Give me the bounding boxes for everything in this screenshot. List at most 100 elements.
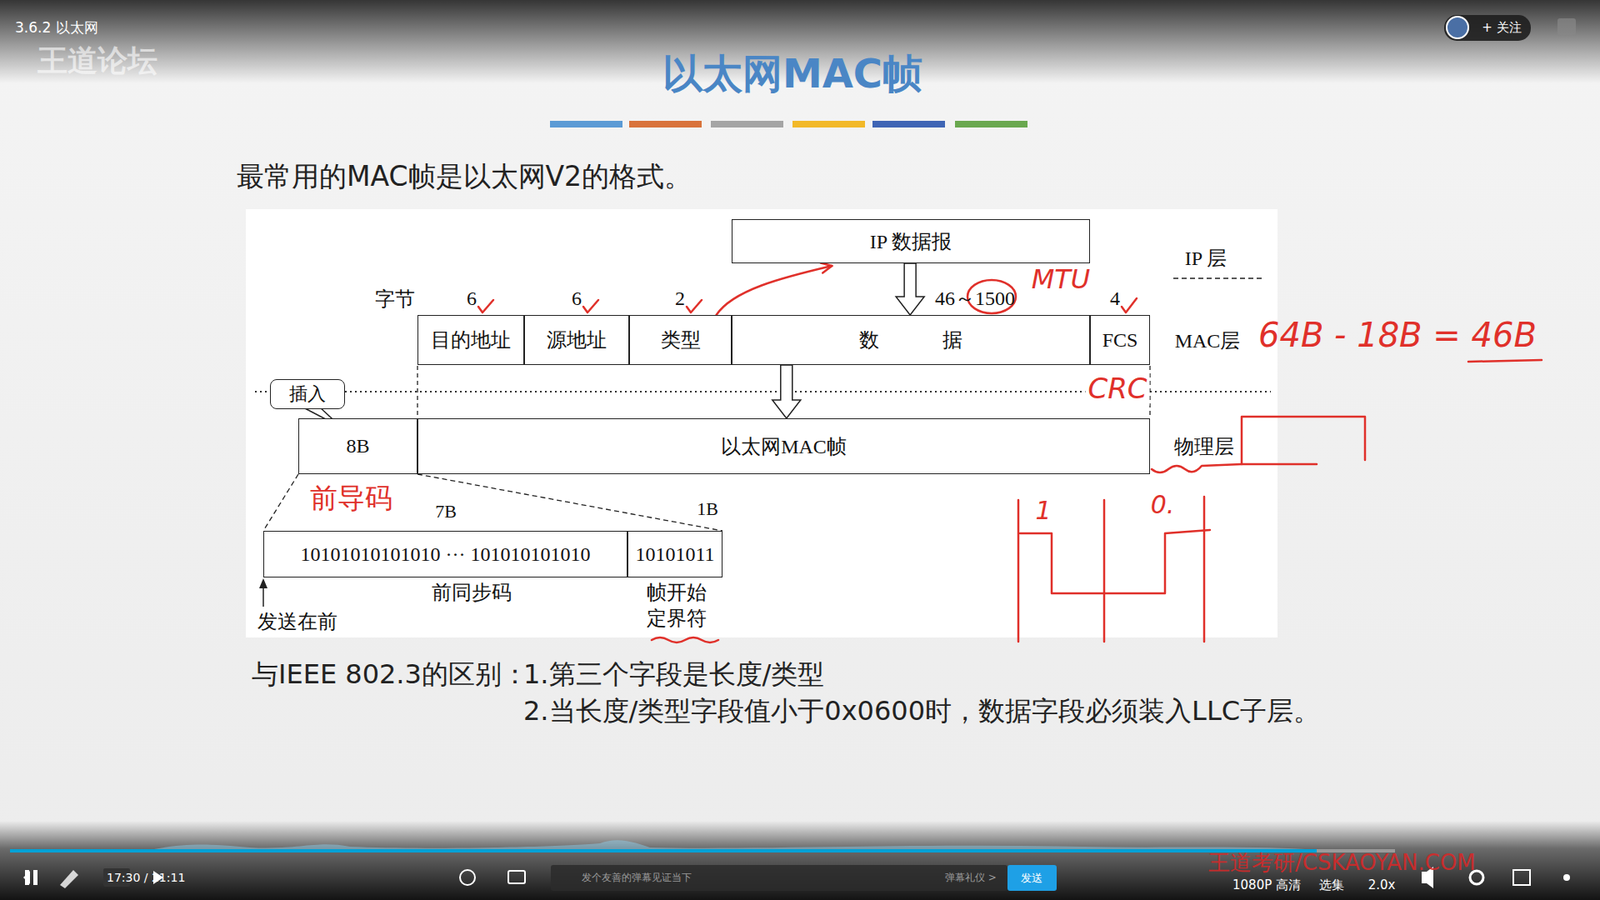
red-tick	[583, 300, 599, 313]
player-bar	[0, 820, 1600, 900]
handwritten-note: 1	[1035, 495, 1051, 526]
red-squiggle	[1151, 464, 1317, 473]
connector	[820, 263, 833, 274]
callout-box: 插入	[270, 379, 345, 410]
speed-label: 2.0x	[1368, 877, 1396, 893]
follow-pill	[1444, 15, 1531, 41]
audio-wave	[10, 840, 1317, 850]
connector	[772, 365, 801, 419]
progress-played	[10, 849, 1317, 853]
connector-group	[263, 474, 299, 531]
field-box: 类型	[629, 315, 732, 365]
watermark: 王道考研/CSKAOYAN.COM	[1208, 850, 1476, 876]
pause-icon	[33, 870, 38, 885]
video-title: 3.6.2 以太网	[15, 19, 99, 36]
node-text: 类型	[660, 326, 701, 354]
byte-count: 4	[1110, 286, 1120, 311]
node-text: 目的地址	[430, 326, 511, 354]
dashed-guide	[416, 365, 418, 419]
danmaku-settings	[508, 870, 525, 884]
red-tick	[1121, 298, 1137, 313]
color-bar	[792, 120, 865, 128]
red-clock-line	[1103, 500, 1106, 642]
difference-note: 2.当长度/类型字段值小于0x0600时，数据字段必须装入LLC子层。	[523, 695, 1320, 727]
node-text: 源地址	[546, 326, 607, 354]
red-tick	[686, 300, 702, 313]
fullscreen-icon	[1513, 870, 1530, 885]
color-bar	[710, 120, 784, 128]
field-box: 数 据	[731, 315, 1090, 365]
back-icon	[23, 870, 30, 885]
slide-title: 以太网MAC帧	[662, 50, 923, 99]
color-bar	[629, 120, 702, 128]
byte-count: 6	[466, 286, 477, 311]
connector	[716, 265, 833, 315]
send-label: 发送	[1020, 871, 1043, 885]
red-waveform	[1020, 530, 1210, 594]
layer-name: MAC层	[1175, 329, 1241, 354]
layer-name: 物理层	[1174, 435, 1235, 460]
handwritten-note: CRC	[1085, 371, 1150, 406]
send-arrow-head	[259, 578, 268, 589]
intro-text: 最常用的MAC帧是以太网V2的格式。	[236, 160, 692, 194]
input-placeholder: 发个友善的弹幕见证当下	[581, 871, 692, 884]
field-name: 帧开始 定界符	[643, 580, 710, 632]
preamble-box: 8B	[298, 418, 418, 475]
node-text: 数 据	[859, 326, 963, 354]
layer-underline	[1173, 277, 1265, 280]
color-bar	[550, 120, 623, 128]
connector	[417, 474, 723, 531]
node-text: 10101010101010 ··· 101010101010	[300, 543, 591, 566]
handwritten-note: 64B - 18B = 46B	[1258, 315, 1537, 355]
bit-pattern-box: 10101010101010 ··· 101010101010	[263, 530, 628, 578]
node-text: 8B	[345, 435, 370, 458]
byte-count: 46～1500	[935, 286, 1015, 311]
connector	[895, 263, 925, 315]
node-text: 以太网MAC帧	[720, 433, 847, 460]
field-box: FCS	[1090, 315, 1150, 365]
watermark: 王道论坛	[37, 42, 158, 79]
byte-count: 2	[675, 286, 685, 311]
red-box	[1241, 416, 1365, 465]
red-wave-underline	[651, 637, 719, 643]
connector	[263, 474, 299, 531]
danmaku-toggle	[460, 870, 475, 885]
difference-note: 1.第三个字段是长度/类型	[523, 658, 825, 690]
pen-icon	[60, 870, 79, 889]
danmaku-input	[550, 865, 1008, 891]
difference-note: 与IEEE 802.3的区别：	[251, 658, 529, 690]
red-clock-line	[1203, 496, 1206, 642]
order-note: 发送在前	[257, 610, 338, 635]
danmaku-rules: 弹幕礼仪 >	[945, 871, 997, 884]
handwritten-note: MTU	[1031, 263, 1091, 295]
share-icon	[1563, 874, 1570, 881]
preamble-label: 前导码	[310, 481, 393, 515]
pause-icon	[25, 870, 30, 885]
red-underline	[1468, 360, 1542, 362]
node-text: IP 数据报	[870, 228, 952, 255]
quality-label: 1080P 高清	[1232, 877, 1301, 893]
send-button	[1007, 865, 1057, 891]
avatar-icon	[1446, 16, 1469, 39]
unit-label: 字节	[375, 287, 415, 312]
packet-box: IP 数据报	[731, 219, 1090, 264]
red-tick	[478, 300, 494, 313]
size-label: 1B	[696, 498, 719, 520]
bit-pattern-box: 10101011	[627, 530, 723, 578]
color-bar	[872, 120, 945, 128]
node-text: 插入	[289, 381, 326, 407]
connector-group	[417, 474, 723, 531]
color-bar	[955, 120, 1028, 128]
figure-ground	[245, 209, 1278, 638]
follow-button: + 关注	[1481, 20, 1521, 35]
red-clock-line	[1017, 500, 1020, 642]
field-box: 目的地址	[417, 315, 525, 365]
frame-box: 以太网MAC帧	[417, 418, 1150, 475]
help-icon	[1557, 18, 1576, 35]
episodes-label: 选集	[1319, 877, 1345, 893]
handwritten-note: 0.	[1150, 490, 1175, 520]
field-box: 源地址	[524, 315, 630, 365]
node-text: 10101011	[635, 543, 715, 566]
